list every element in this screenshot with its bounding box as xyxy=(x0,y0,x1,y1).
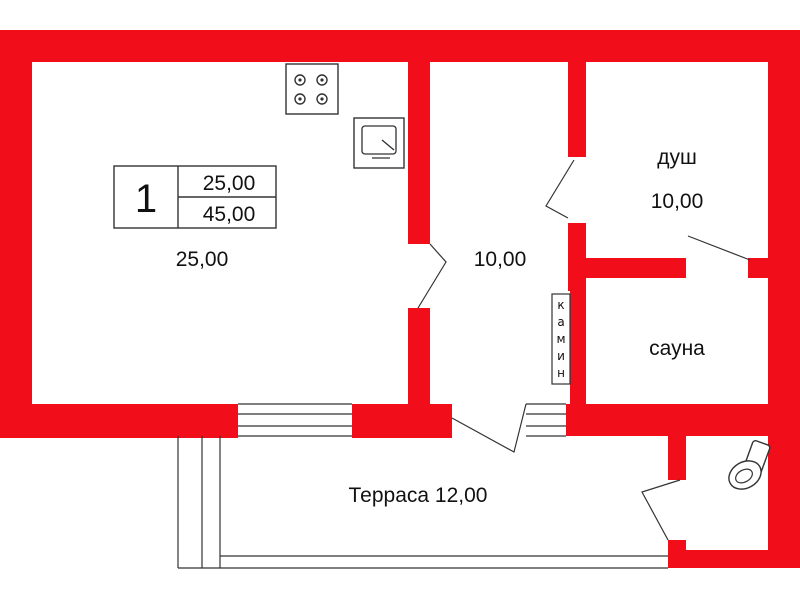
windows xyxy=(238,403,566,437)
room-badge-living-area: 25,00 xyxy=(203,172,256,195)
hall-area: 10,00 xyxy=(474,248,527,271)
fireplace-letter: к xyxy=(557,298,564,312)
fireplace-letter: м xyxy=(556,332,565,346)
fireplace-letter: а xyxy=(557,315,564,329)
walls xyxy=(0,30,800,568)
room-badge: 1 25,00 45,00 xyxy=(113,165,277,229)
wall-left xyxy=(0,30,32,438)
toilet-icon xyxy=(728,439,771,490)
wall-shower-sauna-left xyxy=(586,258,686,278)
wall-shower-sauna-right xyxy=(748,258,770,278)
door-terrace xyxy=(451,403,527,453)
wall-partition-hall-shower-upper xyxy=(568,62,586,157)
shower-area: 10,00 xyxy=(651,190,704,213)
stove-icon xyxy=(285,63,339,115)
sauna-name: сауна xyxy=(649,337,705,360)
room-badge-total-area: 45,00 xyxy=(203,203,256,226)
wall-partition-main-hall-upper xyxy=(408,62,430,244)
window-hall-bottom xyxy=(526,403,566,437)
door-hall-shower xyxy=(545,159,575,219)
wall-wc-left-upper xyxy=(668,436,686,480)
wall-bottom-right xyxy=(668,550,800,568)
shower-name: душ xyxy=(657,146,697,169)
door-shower-sauna xyxy=(687,235,751,261)
terrace-label: Терраса 12,00 xyxy=(349,484,488,507)
fireplace: к а м и н xyxy=(551,293,571,385)
fireplace-letter: и xyxy=(557,349,565,363)
terrace-outline xyxy=(177,436,668,569)
sink-icon xyxy=(353,117,405,169)
window-main-bottom xyxy=(238,403,352,437)
wall-partition-hall-shower-lower xyxy=(568,223,586,291)
door-wc xyxy=(641,479,681,541)
doors xyxy=(417,159,751,541)
room-badge-number: 1 xyxy=(135,177,157,221)
door-main-hall xyxy=(417,243,447,309)
wall-right xyxy=(768,30,800,260)
wall-main-bottom-mid xyxy=(352,404,452,438)
wall-top xyxy=(0,30,800,62)
fireplace-body xyxy=(551,293,571,385)
main-room-area: 25,00 xyxy=(176,248,229,271)
fireplace-letter: н xyxy=(557,366,565,380)
wall-main-bottom-left xyxy=(0,404,238,438)
wall-partition-sauna-left xyxy=(570,276,586,406)
wall-partition-main-hall-lower xyxy=(408,308,430,408)
wall-sauna-bottom xyxy=(566,404,800,436)
